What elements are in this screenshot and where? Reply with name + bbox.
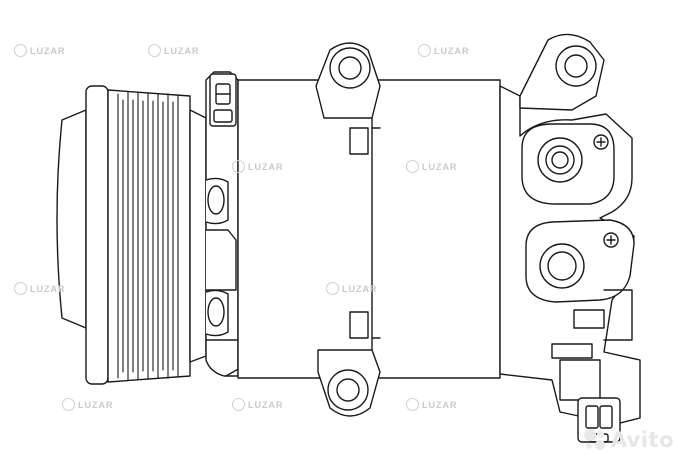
watermark: LUZAR xyxy=(406,398,458,411)
watermark: LUZAR xyxy=(232,398,284,411)
watermark-logo-icon xyxy=(232,398,245,411)
watermark-text: LUZAR xyxy=(422,161,458,172)
watermark-logo-icon xyxy=(418,44,431,57)
watermark-text: LUZAR xyxy=(342,283,378,294)
watermark-logo-icon xyxy=(232,160,245,173)
main-body xyxy=(237,79,501,379)
watermark-text: LUZAR xyxy=(434,45,470,56)
watermark: LUZAR xyxy=(232,160,284,173)
watermark: LUZAR xyxy=(406,160,458,173)
watermark-logo-icon xyxy=(326,282,339,295)
watermark-text: LUZAR xyxy=(248,399,284,410)
watermark: LUZAR xyxy=(418,44,470,57)
front-housing xyxy=(205,71,321,379)
pulley xyxy=(56,85,207,385)
watermark-text: LUZAR xyxy=(78,399,114,410)
watermark-text: LUZAR xyxy=(30,45,66,56)
avito-watermark: Avito xyxy=(583,428,674,452)
top-mount-ear xyxy=(315,42,381,119)
watermark-text: LUZAR xyxy=(422,399,458,410)
avito-logo-icon xyxy=(583,429,606,451)
watermark: LUZAR xyxy=(62,398,114,411)
watermark-logo-icon xyxy=(14,282,27,295)
watermark-text: LUZAR xyxy=(248,161,284,172)
watermark-logo-icon xyxy=(14,44,27,57)
watermark: LUZAR xyxy=(14,44,66,57)
bottom-mount-ear xyxy=(317,349,381,417)
watermark-logo-icon xyxy=(406,398,419,411)
watermark-text: LUZAR xyxy=(30,283,66,294)
watermark: LUZAR xyxy=(14,282,66,295)
watermark-logo-icon xyxy=(62,398,75,411)
watermark: LUZAR xyxy=(148,44,200,57)
rear-head xyxy=(499,33,641,443)
watermark-logo-icon xyxy=(406,160,419,173)
watermark-text: LUZAR xyxy=(164,45,200,56)
watermark: LUZAR xyxy=(326,282,378,295)
watermark-logo-icon xyxy=(148,44,161,57)
avito-text: Avito xyxy=(610,428,674,452)
